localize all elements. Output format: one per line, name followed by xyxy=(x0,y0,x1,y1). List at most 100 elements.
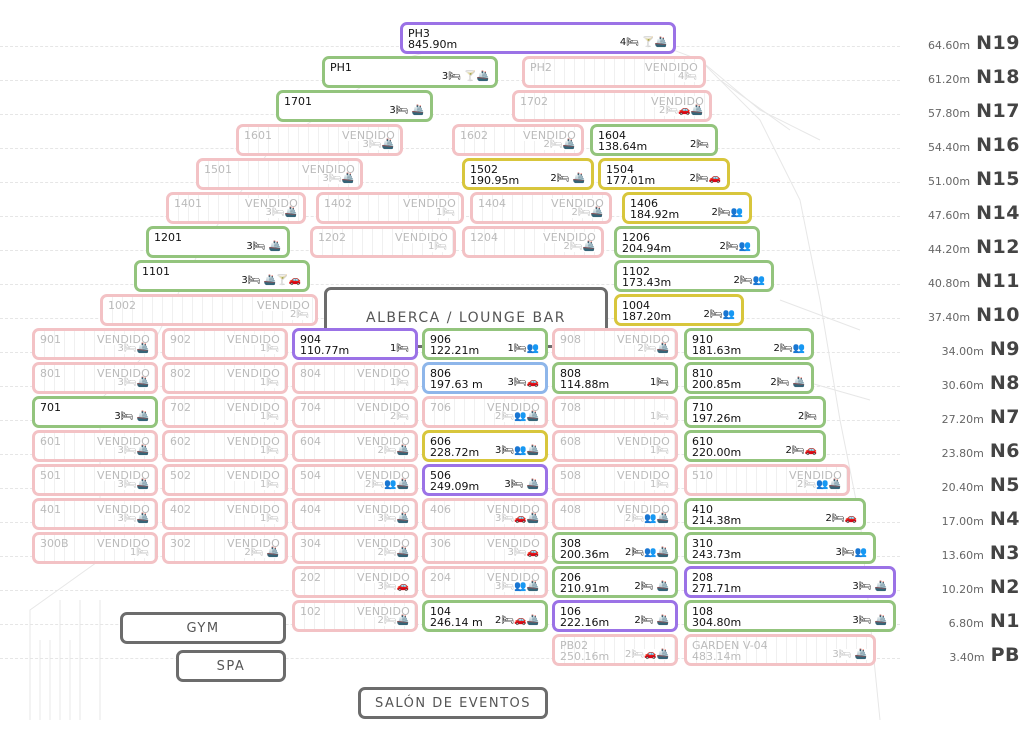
level-name: PB xyxy=(990,644,1020,666)
unit-number: 1701 xyxy=(284,95,312,108)
unit-number: 708 xyxy=(560,401,581,414)
unit-area: 845.90m xyxy=(408,38,458,51)
level-height: 30.60m xyxy=(941,379,984,392)
unit-area: 222.16m xyxy=(560,616,610,629)
unit-features-icons: 1🛏 xyxy=(649,445,669,456)
unit-number: PH2 xyxy=(530,61,552,74)
level-name: N14 xyxy=(976,202,1020,224)
unit-features-icons: 2🛏 🚢 xyxy=(770,377,805,388)
level-name: N19 xyxy=(976,32,1020,54)
unit-status: VENDIDO xyxy=(487,571,540,584)
unit-features-icons: 2🛏🚢 xyxy=(377,445,409,456)
unit-status: VENDIDO xyxy=(97,469,150,482)
amenity-spa[interactable]: SPA xyxy=(176,650,286,682)
unit-status: VENDIDO xyxy=(551,197,604,210)
unit-status: VENDIDO xyxy=(617,469,670,482)
unit-features-icons: 3🛏 🚢 xyxy=(114,411,149,422)
unit-number: 308 xyxy=(560,537,581,550)
amenity-gym[interactable]: GYM xyxy=(120,612,286,644)
unit-area: 187.20m xyxy=(622,310,672,323)
unit-number: 204 xyxy=(430,571,451,584)
unit-number: 406 xyxy=(430,503,451,516)
amenity-salon-eventos[interactable]: SALÓN DE EVENTOS xyxy=(358,687,548,719)
unit-number: 706 xyxy=(430,401,451,414)
